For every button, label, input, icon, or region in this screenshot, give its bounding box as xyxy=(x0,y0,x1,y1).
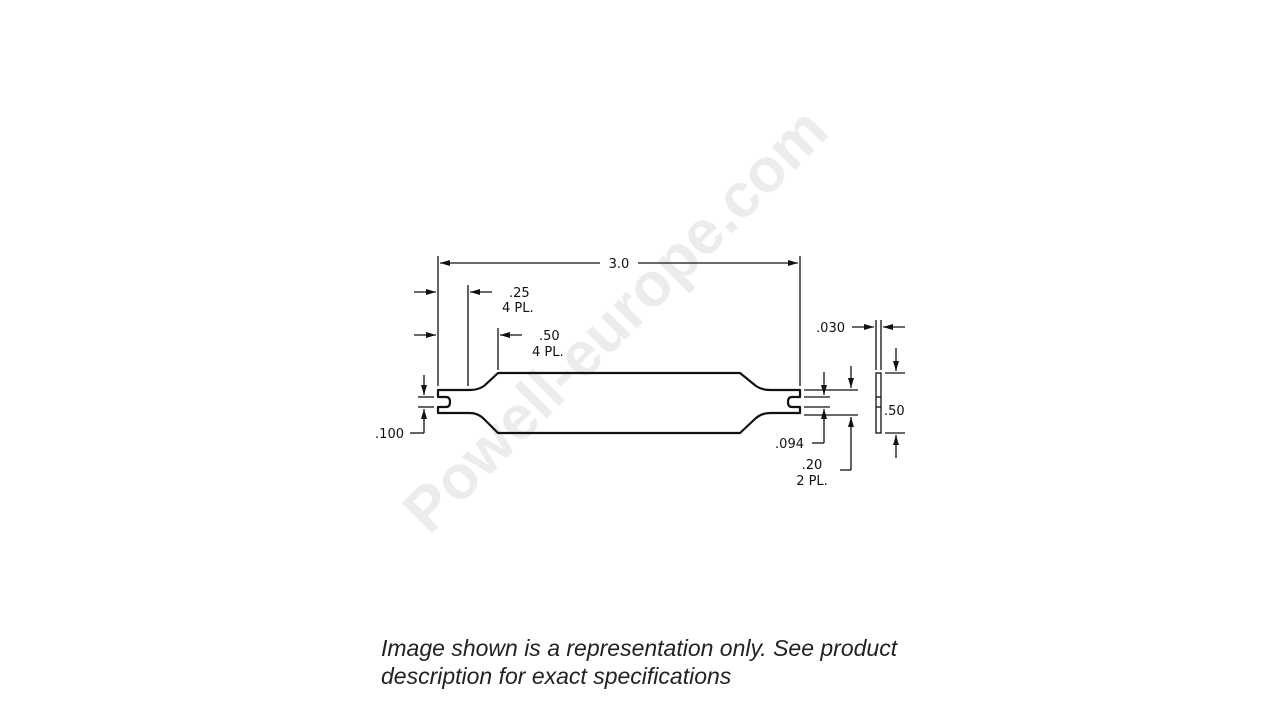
dimension-025: .25 4 PL. xyxy=(414,285,534,386)
svg-text:.25: .25 xyxy=(509,286,530,301)
part-outline xyxy=(436,371,802,435)
dimension-100: .100 xyxy=(375,375,434,442)
dimension-020: .20 2 PL. xyxy=(796,366,854,489)
svg-text:.030: .030 xyxy=(816,321,845,336)
svg-text:.50: .50 xyxy=(539,329,560,344)
svg-text:4 PL.: 4 PL. xyxy=(532,345,564,360)
svg-text:.50: .50 xyxy=(884,404,905,419)
dimension-width: .50 xyxy=(884,348,905,458)
dimension-thickness: .030 xyxy=(816,320,905,370)
svg-text:2 PL.: 2 PL. xyxy=(796,474,828,489)
dimension-094: .094 xyxy=(775,372,858,452)
svg-text:.100: .100 xyxy=(375,427,404,442)
svg-text:.094: .094 xyxy=(775,437,804,452)
side-view xyxy=(875,372,882,434)
svg-text:.20: .20 xyxy=(802,458,823,473)
svg-text:4 PL.: 4 PL. xyxy=(502,301,534,316)
watermark: Powell-europe.com xyxy=(390,95,841,546)
disclaimer-caption: Image shown is a representation only. Se… xyxy=(381,635,898,689)
dimension-050: .50 4 PL. xyxy=(414,328,564,370)
svg-text:3.0: 3.0 xyxy=(609,257,630,272)
dimension-overall-length: 3.0 xyxy=(437,256,801,386)
